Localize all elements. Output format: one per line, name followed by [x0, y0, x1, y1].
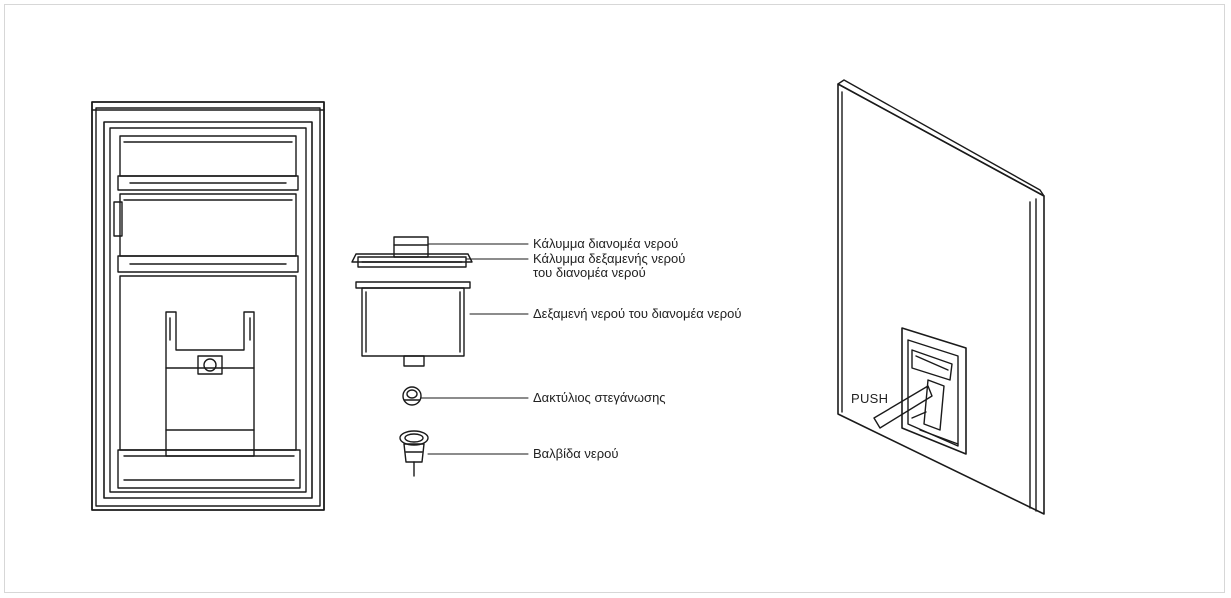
- label-tank-cover-line2: του διανομέα νερού: [533, 265, 646, 280]
- seal-ring-part: [402, 386, 422, 406]
- water-valve-part: [399, 430, 429, 477]
- fridge-door-interior: [91, 101, 325, 511]
- label-tank-cover-line1: Κάλυμμα δεξαμενής νερού: [533, 251, 686, 266]
- label-seal-ring: Δακτύλιος στεγάνωσης: [533, 390, 666, 405]
- water-tank-part: [355, 281, 471, 367]
- label-water-tank: Δεξαμενή νερού του διανομέα νερού: [533, 306, 742, 321]
- fridge-door-exterior: [837, 79, 1045, 515]
- label-water-valve: Βαλβίδα νερού: [533, 446, 619, 461]
- tank-cover-part: [351, 253, 473, 268]
- label-dispenser-cover: Κάλυμμα διανομέα νερού: [533, 236, 679, 251]
- callout-leaders: [420, 243, 529, 455]
- label-push: PUSH: [851, 391, 889, 406]
